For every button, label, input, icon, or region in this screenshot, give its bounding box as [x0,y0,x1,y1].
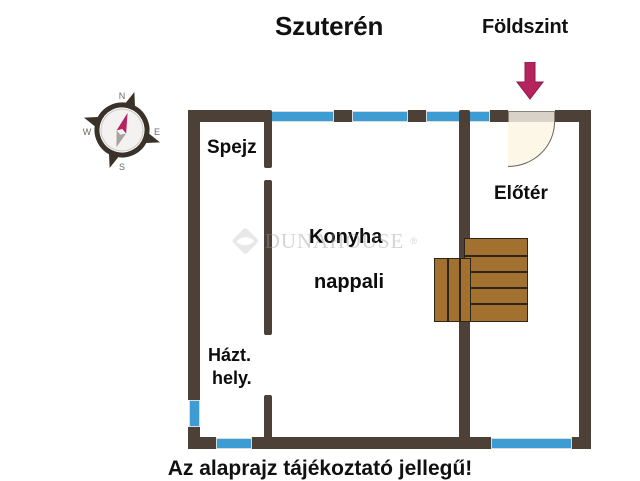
window-top-1 [270,111,334,122]
page-title-ground-floor: Földszint [482,16,568,38]
window-left-1 [189,400,200,427]
compass-label-east: E [154,127,160,137]
arrow-down-icon [515,61,545,100]
room-label-elotér: Előtér [494,183,548,204]
room-label-hazt: Házt. [208,345,252,365]
interior-wall-utility-partition [264,395,272,443]
interior-wall-spejz-partition [264,110,272,168]
interior-wall-main-vertical-lower [459,318,470,449]
exterior-wall-top-right [490,110,508,122]
exterior-wall-top-pier-1 [334,110,352,122]
interior-wall-central-partition [264,180,272,335]
exterior-wall-bottom-right-pier [572,437,591,449]
watermark-registered-mark: ® [410,236,417,246]
room-label-spejz: Spejz [207,137,257,158]
compass-label-south: S [119,162,125,172]
compass-label-west: W [83,127,92,137]
room-label-hely: hely. [212,368,252,388]
exterior-wall-left-upper [188,110,200,400]
page-title-basement: Szuterén [275,11,384,41]
compass-rose: N E S W [78,86,166,174]
window-bottom-2 [491,438,572,449]
interior-wall-main-vertical-upper [459,110,470,267]
staircase-landing [434,258,471,322]
compass-icon: N E S W [83,91,161,172]
compass-label-north: N [119,91,126,101]
dunahouse-logo-icon [232,228,259,254]
window-bottom-1 [216,438,252,449]
room-label-nappali: nappali [314,271,385,293]
entrance-direction-arrow [515,61,545,100]
disclaimer-note: Az alaprajz tájékoztató jellegű! [167,457,473,480]
exterior-wall-top-left [188,110,270,122]
exterior-wall-bottom-left [188,437,216,449]
exterior-wall-bottom-mid [252,437,491,449]
room-label-konyha: Konyha [309,226,383,248]
exterior-wall-right [579,110,591,449]
entrance-door-swing-arc [508,122,555,167]
window-top-3 [426,111,490,122]
staircase-main-flight [464,238,528,322]
window-top-2 [352,111,408,122]
exterior-wall-top-pier-2 [408,110,426,122]
